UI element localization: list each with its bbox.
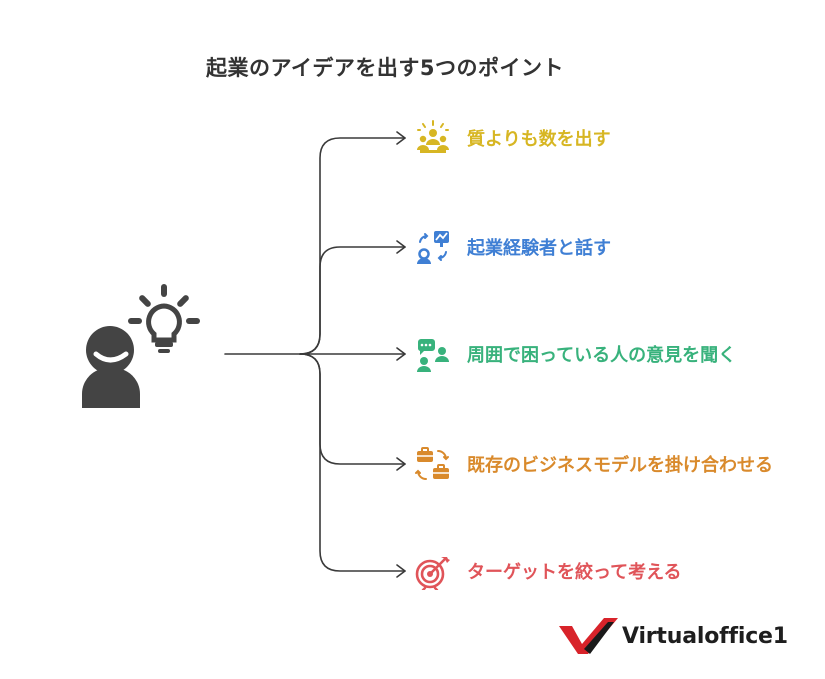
person-lightbulb-icon <box>82 284 200 408</box>
point-label-5: ターゲットを絞って考える <box>467 562 682 583</box>
point-label-3: 周囲で困っている人の意見を聞く <box>467 345 737 366</box>
brand-name: Virtualoffice1 <box>622 623 788 649</box>
point-label-1: 質よりも数を出す <box>467 129 611 150</box>
brand-logo: Virtualoffice1 <box>558 614 798 658</box>
brainstorm-group-icon <box>417 120 449 153</box>
diagram-title: 起業のアイデアを出す5つのポイント <box>205 56 565 80</box>
point-label-2: 起業経験者と話す <box>467 238 611 259</box>
mentor-exchange-icon <box>417 231 449 264</box>
point-item-5: ターゲットを絞って考える <box>414 551 682 591</box>
branch-line-2 <box>299 246 406 355</box>
point-item-2: 起業経験者と話す <box>414 227 611 267</box>
branch-line-4 <box>299 353 406 465</box>
point-item-4: 既存のビジネスモデルを掛け合わせる <box>414 444 773 484</box>
briefcase-swap-icon <box>415 447 449 480</box>
branch-line-1 <box>299 137 406 355</box>
listening-people-icon <box>417 339 449 372</box>
point-item-3: 周囲で困っている人の意見を聞く <box>414 334 736 374</box>
target-arrow-icon <box>415 557 450 590</box>
point-label-4: 既存のビジネスモデルを掛け合わせる <box>467 455 773 476</box>
virtualoffice-logo-mark <box>559 618 618 654</box>
point-item-1: 質よりも数を出す <box>414 118 611 158</box>
branch-line-5 <box>299 353 406 572</box>
